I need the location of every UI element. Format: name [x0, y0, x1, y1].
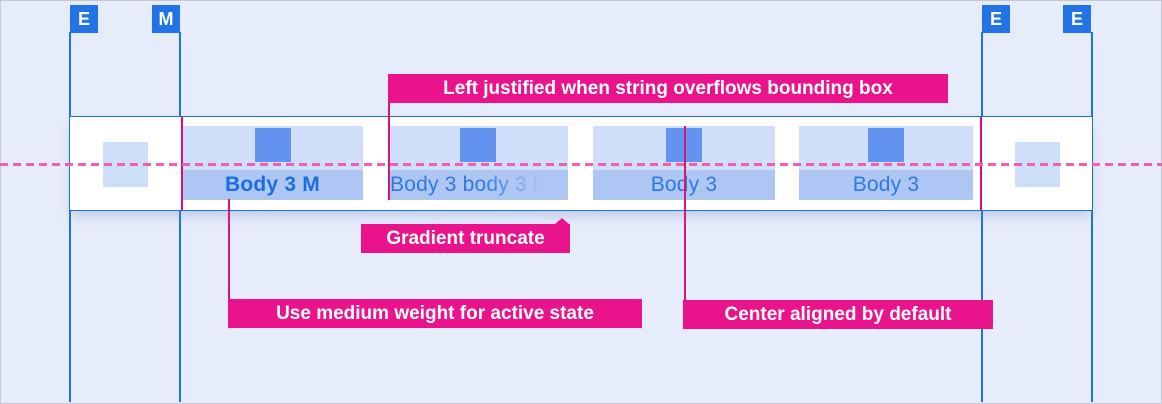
guide-line-left-edge — [69, 32, 71, 402]
tab-icon — [460, 128, 496, 162]
tab-label-highlight: Body 3 M — [182, 170, 363, 200]
tab-label-highlight: Body 3 body 3 b — [388, 170, 568, 200]
tab-label: Body 3 — [650, 173, 718, 196]
spacing-marker-e-left: E — [70, 5, 98, 33]
callout-gradient-truncate: Gradient truncate — [361, 224, 570, 253]
tab-icon — [254, 128, 291, 162]
guide-line-right-margin — [981, 32, 983, 402]
pointer-gradient-truncate — [555, 218, 569, 224]
callout-center-aligned: Center aligned by default — [683, 300, 993, 329]
guide-line-left-margin — [179, 32, 181, 402]
center-baseline-dashed-line — [0, 163, 1162, 166]
tab-label: Body 3 M — [225, 173, 320, 196]
callout-left-justified: Left justified when string overflows bou… — [388, 74, 948, 103]
connector-center-aligned — [684, 126, 686, 300]
tab-label: Body 3 body 3 b — [390, 173, 545, 196]
connector-left-justified — [388, 103, 390, 200]
tab-label: Body 3 — [852, 173, 920, 196]
spacing-marker-m: M — [152, 5, 180, 33]
guide-line-right-edge — [1091, 32, 1093, 402]
callout-medium-weight: Use medium weight for active state — [228, 299, 642, 328]
tab-label-highlight: Body 3 — [799, 170, 973, 200]
tab-icon — [868, 128, 904, 162]
connector-medium-weight — [228, 199, 230, 299]
spacing-marker-e-right1: E — [982, 5, 1010, 33]
spacing-marker-e-right2: E — [1063, 5, 1091, 33]
